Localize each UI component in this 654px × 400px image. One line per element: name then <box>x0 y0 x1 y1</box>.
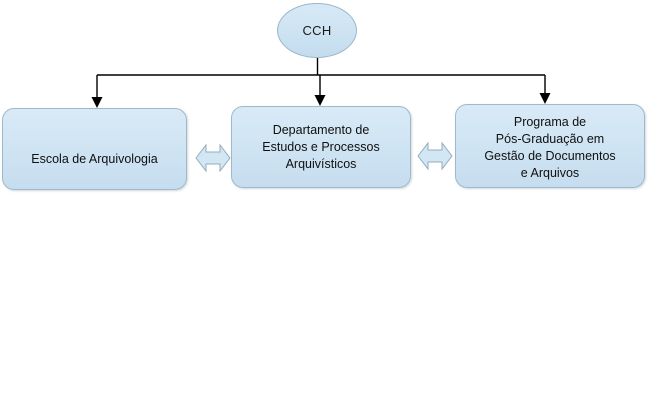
node-escola-de-arquivologia[interactable]: Escola de Arquivologia <box>2 108 187 190</box>
node-programa-pos-graduacao-gestao-documentos[interactable]: Programa de Pós-Graduação em Gestão de D… <box>455 104 645 188</box>
arrowhead-programa <box>539 93 551 104</box>
node-escola-label: Escola de Arquivologia <box>31 151 158 166</box>
arrowhead-departamento <box>314 95 326 106</box>
arrowhead-escola <box>91 97 103 108</box>
node-cch[interactable]: CCH <box>277 3 357 58</box>
double-arrow-departamento-programa <box>417 141 453 171</box>
node-departamento-label: Departamento de Estudos e Processos Arqu… <box>262 122 380 171</box>
node-cch-label: CCH <box>302 23 332 38</box>
node-programa-label: Programa de Pós-Graduação em Gestão de D… <box>484 115 616 180</box>
double-arrow-escola-departamento <box>195 143 231 173</box>
node-departamento-estudos-processos-arquivisticos[interactable]: Departamento de Estudos e Processos Arqu… <box>231 106 411 188</box>
